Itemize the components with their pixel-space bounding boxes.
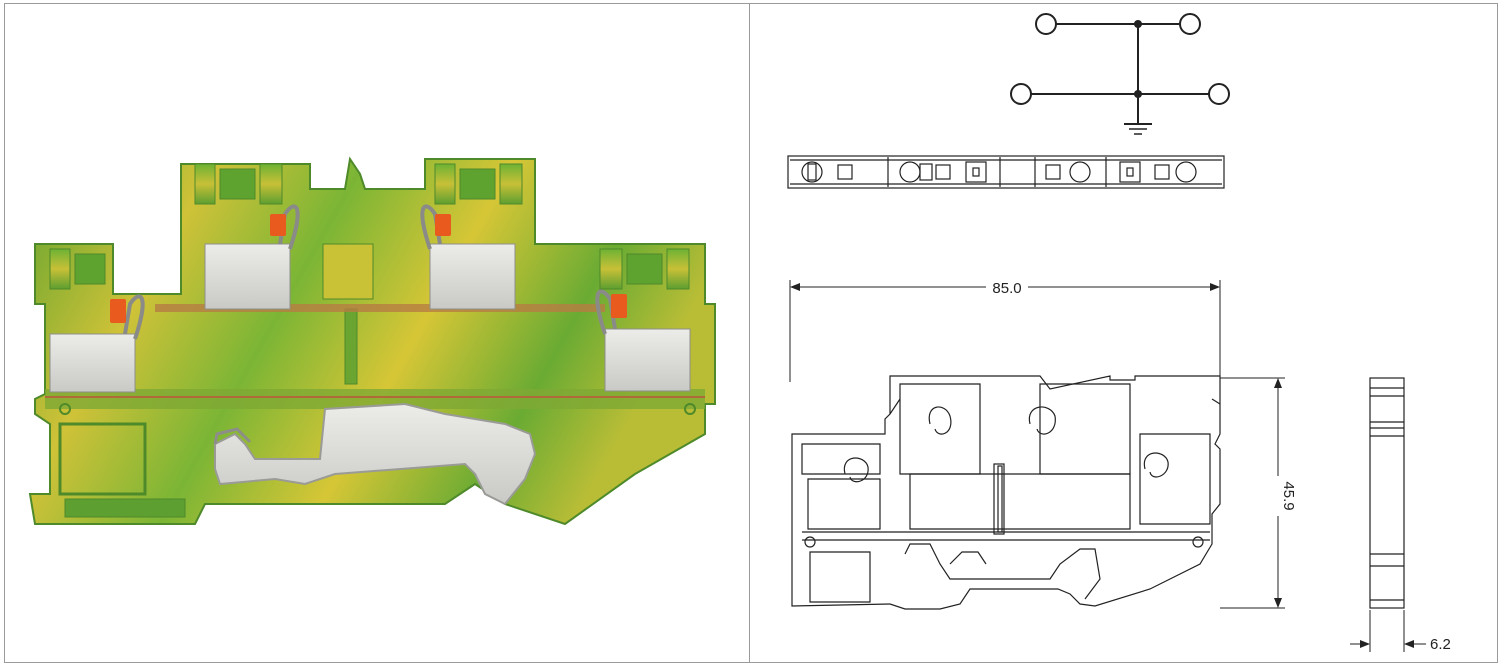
release-button-icon <box>270 214 286 236</box>
height-dimension <box>1220 377 1285 609</box>
top-view <box>787 155 1225 189</box>
terminal-circle-icon <box>1010 83 1032 105</box>
terminal-circle-icon <box>1208 83 1230 105</box>
spring-clamp-upper-left <box>204 204 300 310</box>
circuit-symbol <box>1010 13 1230 135</box>
terminal-circle-icon <box>1035 13 1057 35</box>
width-dimension <box>789 280 1221 382</box>
side-elevation <box>791 375 1221 610</box>
release-button-icon <box>611 294 627 318</box>
release-button-icon <box>435 214 451 236</box>
terminal-block-photo <box>28 156 716 526</box>
terminal-circle-icon <box>1179 13 1201 35</box>
spring-clamp-upper-right <box>420 204 516 310</box>
spring-clamp-lower-left <box>49 294 145 393</box>
technical-drawing-panel: 85.0 45.9 6.2 <box>750 4 1497 662</box>
thickness-dimension-label: 6.2 <box>1430 636 1451 653</box>
height-dimension-label: 45.9 <box>1280 481 1297 510</box>
product-photo-panel <box>5 4 749 662</box>
end-view <box>1369 377 1405 609</box>
release-button-icon <box>110 299 126 323</box>
thickness-dimension <box>1350 610 1426 652</box>
spring-clamp-lower-right <box>595 289 691 392</box>
dimension-drawing: 85.0 45.9 6.2 <box>787 13 1451 653</box>
din-rail-foot <box>214 402 537 506</box>
panel-divider <box>749 3 750 663</box>
width-dimension-label: 85.0 <box>992 280 1021 297</box>
ground-icon <box>1124 123 1152 135</box>
